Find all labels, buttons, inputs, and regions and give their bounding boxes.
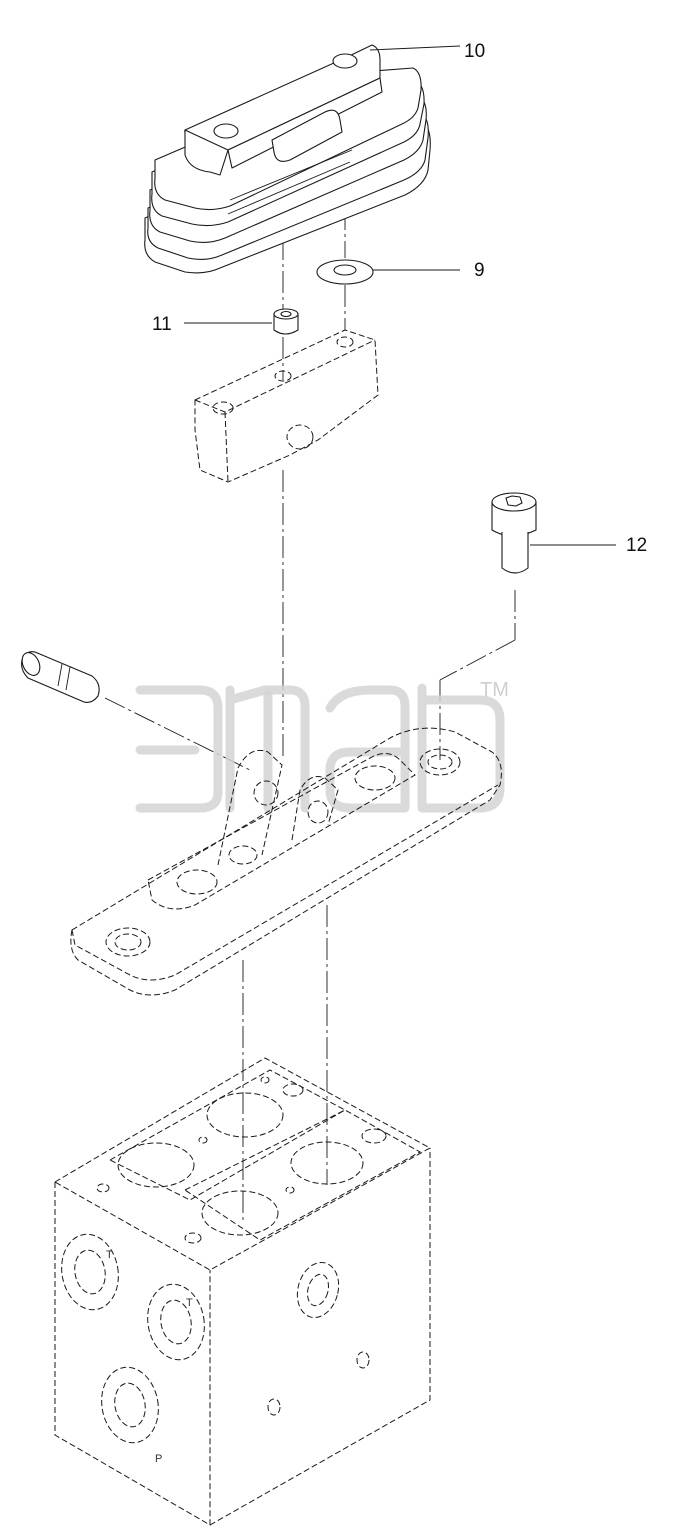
rubber-boot-part-10 — [144, 44, 431, 274]
callout-numbers: 10 9 11 12 — [152, 41, 647, 556]
callout-leaders — [184, 45, 616, 546]
port-label-t2: T — [186, 1297, 193, 1309]
callout-11: 11 — [152, 314, 172, 335]
trademark-text: TM — [480, 679, 509, 701]
mounting-block — [194, 329, 379, 483]
flange-plate — [70, 727, 502, 996]
cap-screw-part-12 — [491, 492, 537, 574]
callout-12: 12 — [626, 535, 647, 556]
callout-9: 9 — [474, 260, 485, 281]
callout-10: 10 — [464, 41, 485, 62]
pin — [21, 651, 100, 703]
port-label-t1: T — [106, 1249, 113, 1261]
washer-part-9 — [316, 259, 374, 285]
port-label-p: P — [155, 1453, 162, 1465]
watermark-logo: TM — [135, 679, 509, 813]
valve-body: T T P — [54, 1057, 432, 1526]
set-screw-part-11 — [273, 308, 299, 335]
assembly-axes — [104, 208, 516, 1220]
